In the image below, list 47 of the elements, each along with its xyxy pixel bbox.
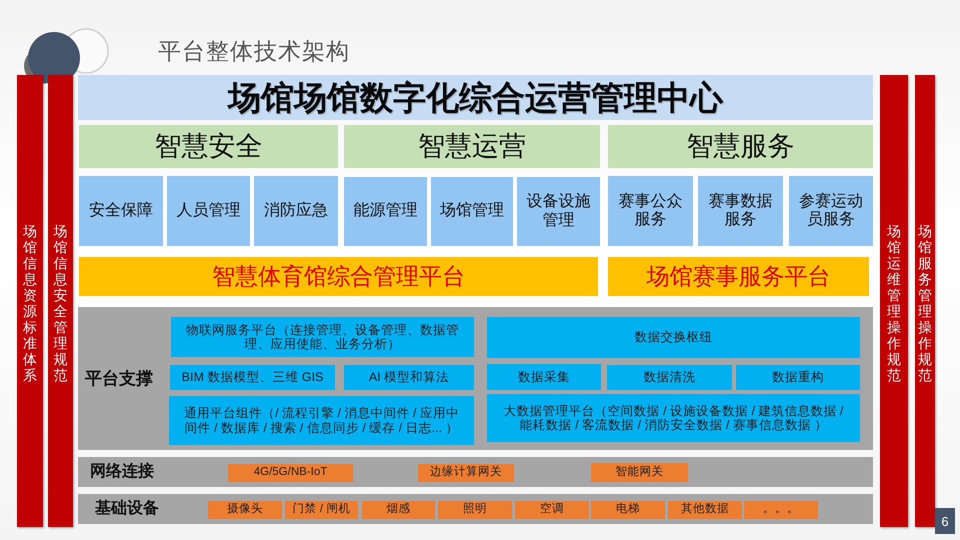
device-tag: 。。。 bbox=[744, 501, 818, 519]
function-box: 消防应急 bbox=[254, 176, 338, 246]
side-banner: 场馆服务管理操作规范 bbox=[915, 75, 935, 527]
component-box: BIM 数据模型、三维 GIS bbox=[170, 365, 335, 390]
category-header: 智慧服务 bbox=[608, 125, 873, 168]
component-box: 通用平台组件（/ 流程引擎 / 消息中间件 / 应用中间件 / 数据库 / 搜索 / 信息同步 / 缓存 / 日志... ） bbox=[169, 396, 474, 445]
slide-title: 平台整体技术架构 bbox=[158, 37, 350, 66]
platform-banner: 场馆赛事服务平台 bbox=[608, 257, 869, 296]
category-header: 智慧运营 bbox=[344, 125, 600, 168]
function-box: 参赛运动员服务 bbox=[789, 176, 873, 246]
device-tag: 门禁 / 闸机 bbox=[285, 501, 358, 519]
layer-title: 网络连接 bbox=[90, 462, 154, 482]
device-tag: 边缘计算网关 bbox=[418, 464, 514, 482]
side-banner: 场馆运维管理操作规范 bbox=[880, 75, 908, 527]
category-header: 智慧安全 bbox=[79, 125, 338, 168]
component-box: 数据清洗 bbox=[607, 365, 732, 390]
layer-panel bbox=[78, 307, 873, 450]
function-box: 场馆管理 bbox=[431, 177, 513, 246]
header-banner: 场馆场馆数字化综合运营管理中心 bbox=[78, 75, 873, 120]
component-box: 物联网服务平台（连接管理、设备管理、数据管理、应用使能、业务分析） bbox=[171, 317, 474, 357]
page-number: 6 bbox=[935, 508, 955, 534]
function-box: 赛事数据服务 bbox=[698, 176, 783, 246]
function-box: 设备设施管理 bbox=[517, 177, 600, 246]
component-box: 大数据管理平台（空间数据 / 设施设备数据 / 建筑信息数据 / 能耗数据 / 客流数据 / 消防安全数据 / 赛事信息数据 ） bbox=[487, 394, 860, 442]
layer-title: 基础设备 bbox=[95, 500, 159, 518]
component-box: 数据重构 bbox=[736, 365, 860, 390]
function-box: 赛事公众服务 bbox=[608, 176, 693, 246]
component-box: AI 模型和算法 bbox=[344, 365, 474, 390]
side-banner: 场馆信息安全管理规范 bbox=[48, 75, 73, 527]
device-tag: 空调 bbox=[515, 501, 589, 519]
device-tag: 智能网关 bbox=[591, 463, 688, 482]
function-box: 能源管理 bbox=[344, 177, 427, 246]
device-tag: 照明 bbox=[438, 501, 512, 519]
device-tag: 电梯 bbox=[591, 501, 665, 519]
function-box: 人员管理 bbox=[167, 176, 250, 246]
side-banner: 场馆信息资源标准体系 bbox=[17, 75, 43, 527]
device-tag: 4G/5G/NB-IoT bbox=[228, 464, 353, 482]
platform-banner: 智慧体育馆综合管理平台 bbox=[79, 257, 598, 296]
device-tag: 烟感 bbox=[362, 501, 435, 519]
device-tag: 其他数据 bbox=[668, 501, 742, 519]
component-box: 数据采集 bbox=[487, 364, 601, 390]
layer-title: 平台支撑 bbox=[85, 368, 153, 388]
component-box: 数据交换枢纽 bbox=[487, 317, 860, 358]
layer-panel bbox=[78, 457, 873, 487]
device-tag: 摄像头 bbox=[208, 501, 282, 519]
function-box: 安全保障 bbox=[79, 176, 163, 246]
layer-panel bbox=[78, 494, 873, 524]
